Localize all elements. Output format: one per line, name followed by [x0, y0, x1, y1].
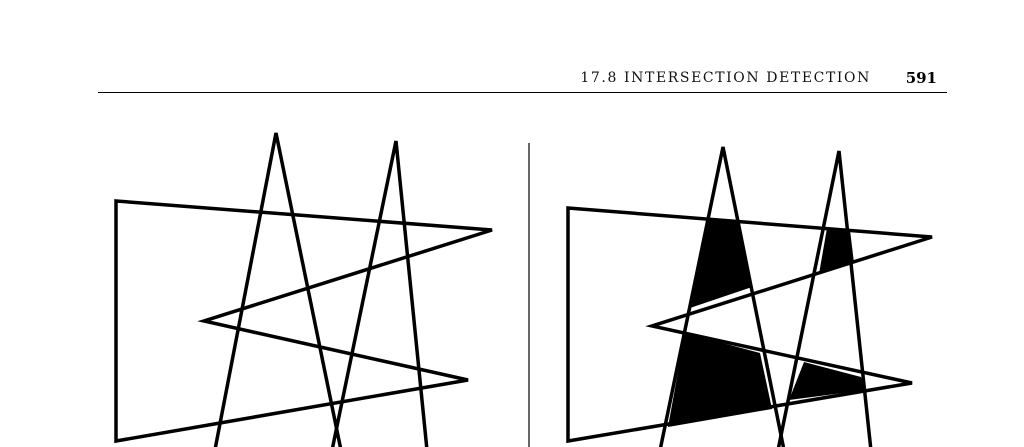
left-triangle-1	[213, 132, 343, 447]
right-panel	[566, 146, 933, 447]
running-head: 17.8 INTERSECTION DETECTION 591	[98, 66, 947, 93]
shaded-region-3	[668, 333, 772, 427]
left-panel	[114, 132, 493, 447]
right-triangle-1	[658, 146, 786, 447]
shaded-region-4	[789, 362, 866, 400]
page-number: 591	[905, 69, 937, 87]
right-polygon	[566, 206, 933, 444]
shaded-region-1	[690, 218, 752, 308]
section-title: 17.8 INTERSECTION DETECTION	[580, 70, 871, 86]
right-triangle-2	[776, 150, 873, 447]
left-triangle-2	[330, 140, 429, 447]
left-polygon	[114, 199, 493, 444]
shaded-region-2	[819, 228, 854, 274]
